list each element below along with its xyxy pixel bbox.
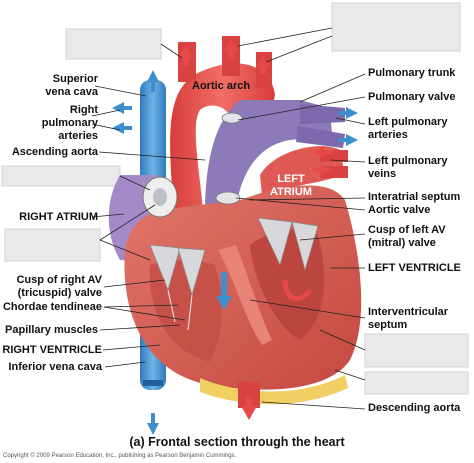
figure-caption: (a) Frontal section through the heart (129, 435, 345, 449)
blank-label-box (331, 2, 461, 52)
label-cusp-left-av: Cusp of left AV(mitral) valve (368, 224, 446, 249)
label-pulmonary-valve: Pulmonary valve (368, 91, 456, 103)
blood-flow-arrows (112, 40, 358, 435)
arrow-blue (147, 70, 159, 92)
label-pulmonary-trunk: Pulmonary trunk (368, 67, 456, 79)
arrow-red (178, 46, 194, 66)
blank-label-box (364, 371, 469, 395)
label-aortic-valve: Aortic valve (368, 204, 431, 216)
mitral-valve (257, 217, 319, 272)
blank-label-box (364, 333, 469, 368)
pulmonary-valve (221, 112, 243, 124)
label-right-atrium: RIGHT ATRIUM (19, 211, 98, 223)
label-right-ventricle: RIGHT VENTRICLE (2, 344, 102, 356)
arrow-red (312, 146, 332, 158)
arrow-red (241, 396, 257, 420)
label-descending-aorta: Descending aorta (368, 402, 461, 414)
arrow-blue (112, 102, 132, 114)
label-cusp-right-av: Cusp of right AV(tricuspid) valve (16, 274, 102, 299)
arrow-blue (112, 122, 132, 134)
blank-label-box (1, 165, 121, 187)
label-inferior-vena-cava: Inferior vena cava (8, 361, 102, 373)
blank-label-box (4, 228, 101, 262)
arrow-red (256, 56, 270, 74)
descending-aorta (238, 382, 260, 408)
arrow-red (312, 164, 332, 176)
label-left-ventricle: LEFT VENTRICLE (368, 262, 461, 274)
right-av-opening (142, 176, 178, 218)
copyright-notice: Copyright © 2009 Pearson Education, Inc.… (3, 453, 237, 459)
label-ascending-aorta: Ascending aorta (11, 146, 98, 158)
arrow-red (282, 279, 313, 302)
leader-lines (91, 27, 366, 410)
label-papillary-muscles: Papillary muscles (5, 324, 98, 336)
pulmonary-trunk (205, 100, 345, 215)
label-interatrial-septum: Interatrial septum (368, 191, 461, 203)
tricuspid-valve (149, 244, 206, 331)
label-chordae-tendineae: Chordae tendineae (2, 301, 102, 313)
arrow-blue (147, 413, 159, 435)
heart-body (124, 185, 362, 405)
arrow-blue (216, 272, 232, 310)
blank-label-box (65, 28, 162, 60)
arrow-blue (338, 134, 358, 146)
label-aortic-arch: Aortic arch (192, 80, 251, 92)
arrow-blue (338, 107, 358, 119)
arrow-red (223, 40, 239, 60)
